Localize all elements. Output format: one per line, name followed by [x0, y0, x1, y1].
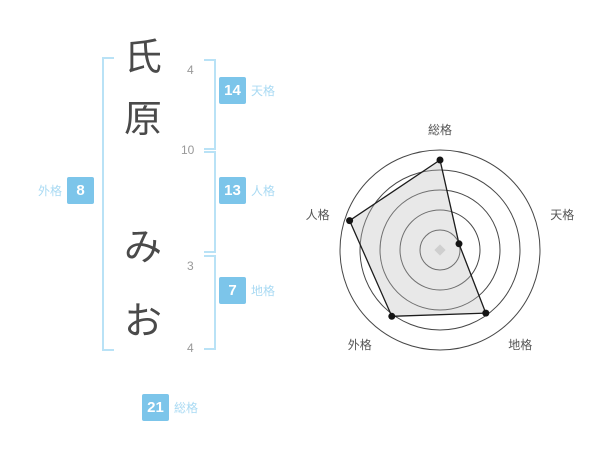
radar-ring — [379, 189, 501, 311]
name-char-4: お — [124, 299, 163, 343]
jinkaku-label: 人格 — [251, 183, 276, 198]
radar-value-polygon — [348, 159, 487, 317]
gaikaku-value-badge: 8 — [67, 177, 95, 204]
radar-value-point — [455, 240, 463, 248]
radar-value-point — [346, 217, 354, 225]
radar-ring — [399, 209, 481, 291]
tenkaku-bracket — [204, 59, 216, 150]
name-char-3: み — [124, 225, 163, 269]
radar-axis-label: 天格 — [550, 207, 574, 222]
radar-value-point — [482, 309, 490, 317]
radar-center-mark — [434, 244, 446, 256]
chikaku-score: 7 地格 — [219, 277, 275, 304]
chikaku-value-badge: 7 — [219, 277, 246, 304]
stroke-count-1: 4 — [187, 63, 194, 77]
stroke-count-4: 4 — [187, 341, 194, 355]
radar-ring — [419, 229, 461, 271]
jinkaku-score: 13 人格 — [219, 177, 275, 204]
radar-axis-label: 総格 — [428, 122, 452, 137]
soukaku-label: 総格 — [174, 400, 199, 415]
radar-axis-label: 人格 — [306, 207, 330, 222]
stroke-count-3: 3 — [187, 259, 194, 273]
soukaku-score: 21 総格 — [142, 394, 198, 421]
jinkaku-value-badge: 13 — [219, 177, 246, 204]
gaikaku-bracket — [102, 57, 114, 351]
tenkaku-value-badge: 14 — [219, 77, 246, 104]
jinkaku-bracket — [204, 151, 216, 253]
chikaku-bracket — [204, 255, 216, 350]
radar-axis-label: 地格 — [508, 337, 532, 352]
tenkaku-label: 天格 — [251, 83, 276, 98]
radar-value-point — [388, 312, 396, 320]
stroke-count-2: 10 — [181, 143, 195, 157]
radar-chart: 総格天格地格 外格 人格 — [295, 110, 595, 380]
tenkaku-score: 14 天格 — [219, 77, 275, 104]
chikaku-label: 地格 — [251, 283, 276, 298]
radar-ring — [359, 169, 521, 331]
radar-ring — [339, 149, 541, 351]
radar-value-point — [436, 156, 444, 164]
name-char-2: 原 — [124, 97, 163, 141]
gaikaku-label: 外格 — [38, 183, 63, 198]
gaikaku-score: 外格 8 — [38, 177, 95, 204]
radar-axis-label: 外格 — [348, 337, 372, 352]
soukaku-value-badge: 21 — [142, 394, 169, 421]
name-char-1: 氏 — [124, 35, 163, 79]
